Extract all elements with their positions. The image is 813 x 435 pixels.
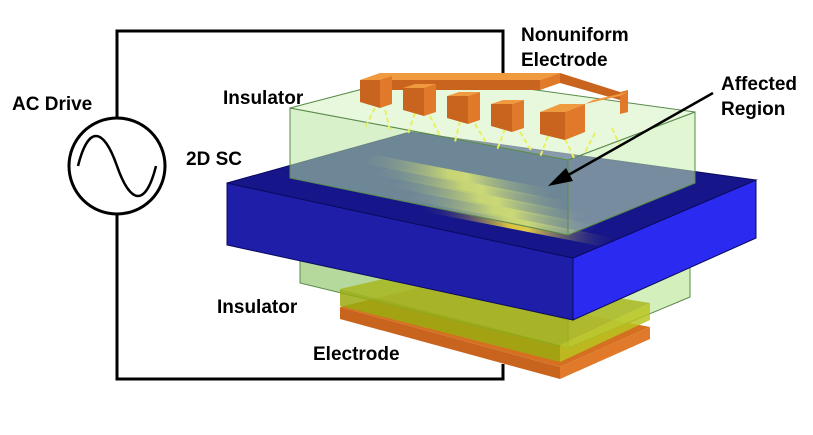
nonuniform-label-line1: Nonuniform [521, 25, 629, 46]
ac-source-icon [67, 116, 167, 216]
ac-drive-label: AC Drive [12, 94, 92, 115]
affected-label-line1: Affected [721, 74, 797, 95]
affected-region-arrow [548, 91, 714, 186]
2d-sc-label: 2D SC [186, 149, 242, 170]
insulator-top-label: Insulator [223, 88, 304, 109]
insulator-bottom-label: Insulator [217, 297, 298, 318]
top-electrode [360, 73, 628, 140]
nonuniform-label-line2: Electrode [521, 50, 608, 71]
electrode-label: Electrode [313, 344, 400, 365]
circuit-wire [115, 29, 505, 381]
field-lines [364, 107, 621, 161]
affected-label-line2: Region [721, 99, 785, 120]
bottom-insulator [299, 254, 691, 362]
